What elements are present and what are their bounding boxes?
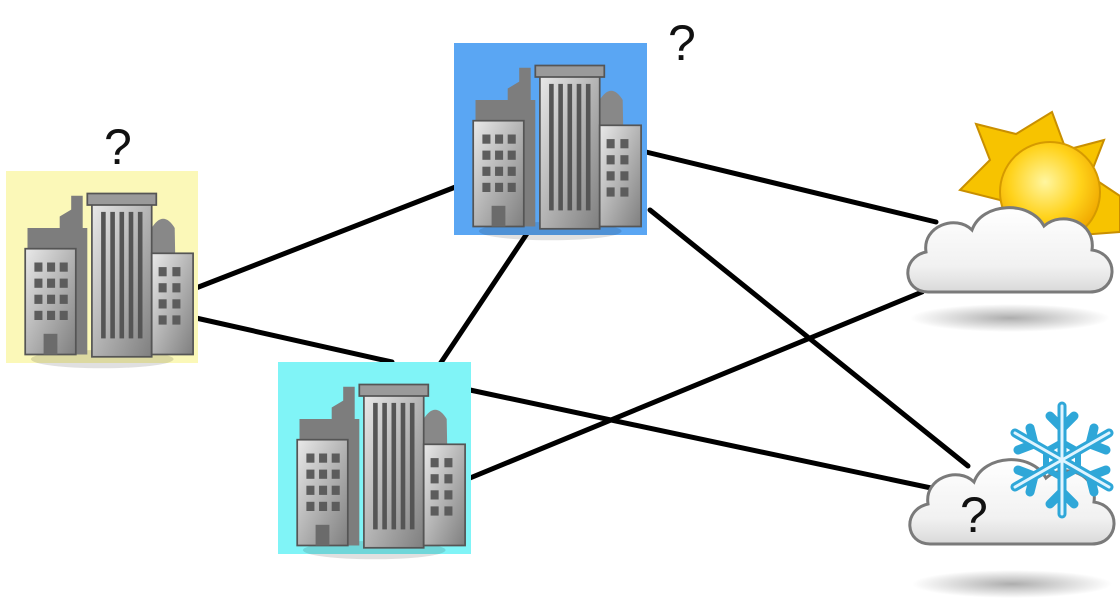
edge-top-sun (643, 149, 939, 225)
edge-left-top (193, 183, 461, 291)
snowflake-icon (1010, 401, 1114, 519)
city-mid (278, 362, 471, 561)
edge-top-mid (437, 229, 531, 367)
city-left-label: ? (104, 119, 132, 175)
weather-snow: ? (908, 401, 1116, 598)
city-left: ? (6, 119, 198, 370)
weather-sun (906, 110, 1120, 332)
city-top: ? (454, 15, 696, 242)
edge-left-snow (467, 387, 953, 495)
weather-snow-label: ? (960, 487, 988, 543)
edge-mid-sun (467, 289, 925, 481)
city-top-label: ? (668, 15, 696, 71)
edge-left-mid (193, 315, 395, 365)
edges (193, 149, 971, 495)
